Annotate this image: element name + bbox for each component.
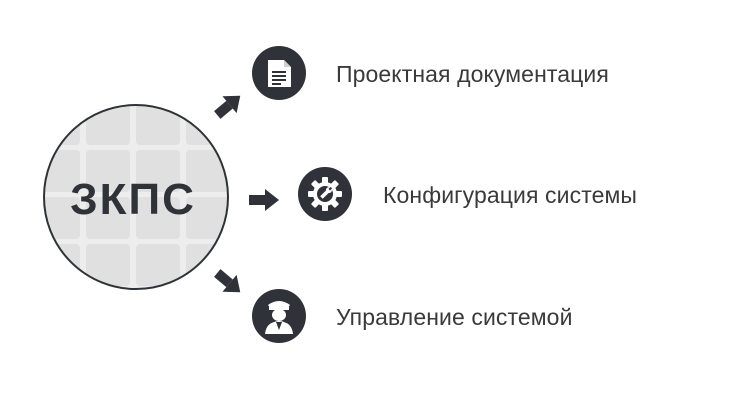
item-label-project-docs: Проектная документация <box>336 61 609 87</box>
arrow-up-right-icon <box>214 95 241 119</box>
center-circle: ЗКПС <box>43 104 229 290</box>
gear-wrench-icon <box>298 167 352 221</box>
operator-icon <box>252 289 306 343</box>
item-label-system-control: Управление системой <box>336 304 573 330</box>
item-label-system-config: Конфигурация системы <box>383 182 638 208</box>
arrow-right-icon <box>249 189 279 211</box>
document-icon <box>252 46 306 100</box>
center-title: ЗКПС <box>70 175 196 224</box>
arrow-down-right-icon <box>214 269 241 293</box>
